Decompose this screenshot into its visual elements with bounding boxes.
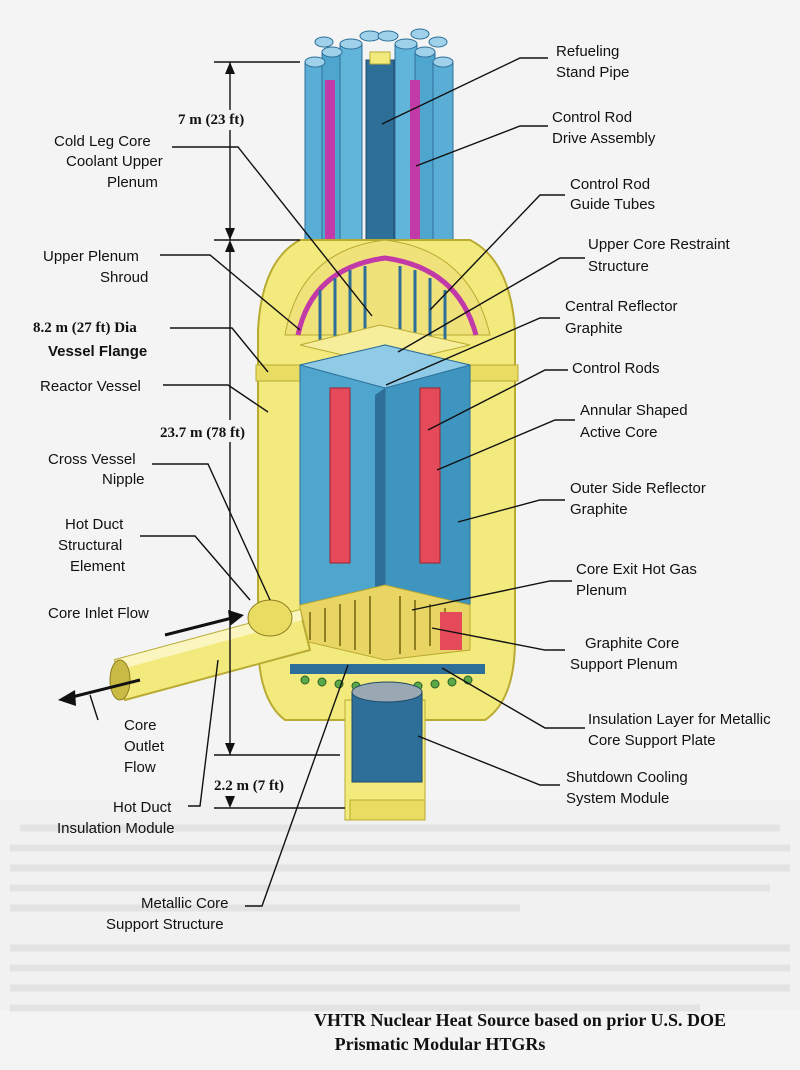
label-insulation-layer: Insulation Layer for Metallic Core Suppo… xyxy=(588,711,775,749)
label-hot-duct-structural-element: Hot Duct Structural Element xyxy=(58,516,128,575)
background-bleed xyxy=(0,800,800,1012)
shutdown-cooling-module xyxy=(344,681,426,821)
dimension-lines xyxy=(214,61,345,809)
caption-line-2: Prismatic Modular HTGRs xyxy=(335,1034,546,1054)
label-outer-side-reflector: Outer Side Reflector Graphite xyxy=(570,480,710,518)
label-shutdown-cooling: Shutdown Cooling System Module xyxy=(566,769,692,807)
label-reactor-vessel: Reactor Vessel xyxy=(40,378,141,395)
label-core-exit-plenum: Core Exit Hot Gas Plenum xyxy=(576,561,701,599)
dimension-bottom-height: 2.2 m (7 ft) xyxy=(214,778,284,794)
label-core-inlet-flow: Core Inlet Flow xyxy=(48,605,149,622)
label-refueling-stand-pipe: Refueling Stand Pipe xyxy=(556,43,629,81)
label-hot-duct-insulation: Hot Duct Insulation Module xyxy=(57,799,176,837)
label-control-rod-drive-assembly: Control Rod Drive Assembly xyxy=(552,109,656,147)
label-control-rod-guide-tubes: Control Rod Guide Tubes xyxy=(570,176,655,213)
label-vessel-flange: 8.2 m (27 ft) Dia Vessel Flange xyxy=(33,320,147,360)
drive-tube-cluster xyxy=(304,28,454,243)
dimension-vessel-height: 23.7 m (78 ft) xyxy=(160,425,245,441)
caption-line-1: VHTR Nuclear Heat Source based on prior … xyxy=(314,1010,726,1030)
label-central-reflector: Central Reflector Graphite xyxy=(565,298,682,337)
label-graphite-core-support-plenum: Graphite Core Support Plenum xyxy=(570,635,683,673)
label-upper-plenum-shroud: Upper Plenum Shroud xyxy=(43,248,148,286)
leader-lines xyxy=(89,57,585,907)
reactor-illustration xyxy=(109,28,519,821)
label-control-rods: Control Rods xyxy=(572,360,660,377)
label-core-outlet-flow: Core Outlet Flow xyxy=(124,717,168,776)
label-cold-leg-plenum: Cold Leg Core Coolant Upper Plenum xyxy=(54,133,167,191)
reactor-core xyxy=(290,344,485,691)
labels-right: Refueling Stand Pipe Control Rod Drive A… xyxy=(552,43,775,807)
flow-arrows xyxy=(58,610,244,706)
label-metallic-core-support: Metallic Core Support Structure xyxy=(106,895,233,933)
figure-caption: VHTR Nuclear Heat Source based on prior … xyxy=(314,1010,726,1054)
hot-duct-assembly xyxy=(109,599,312,702)
dimension-labels: 7 m (23 ft) 23.7 m (78 ft) 2.2 m (7 ft) xyxy=(160,112,284,794)
label-upper-core-restraint: Upper Core Restraint Structure xyxy=(588,236,734,275)
labels-left: Cold Leg Core Coolant Upper Plenum Upper… xyxy=(33,133,233,933)
label-cross-vessel-nipple: Cross Vessel Nipple xyxy=(48,451,145,488)
dimension-top-height: 7 m (23 ft) xyxy=(178,112,244,128)
label-annular-active-core: Annular Shaped Active Core xyxy=(580,402,692,441)
